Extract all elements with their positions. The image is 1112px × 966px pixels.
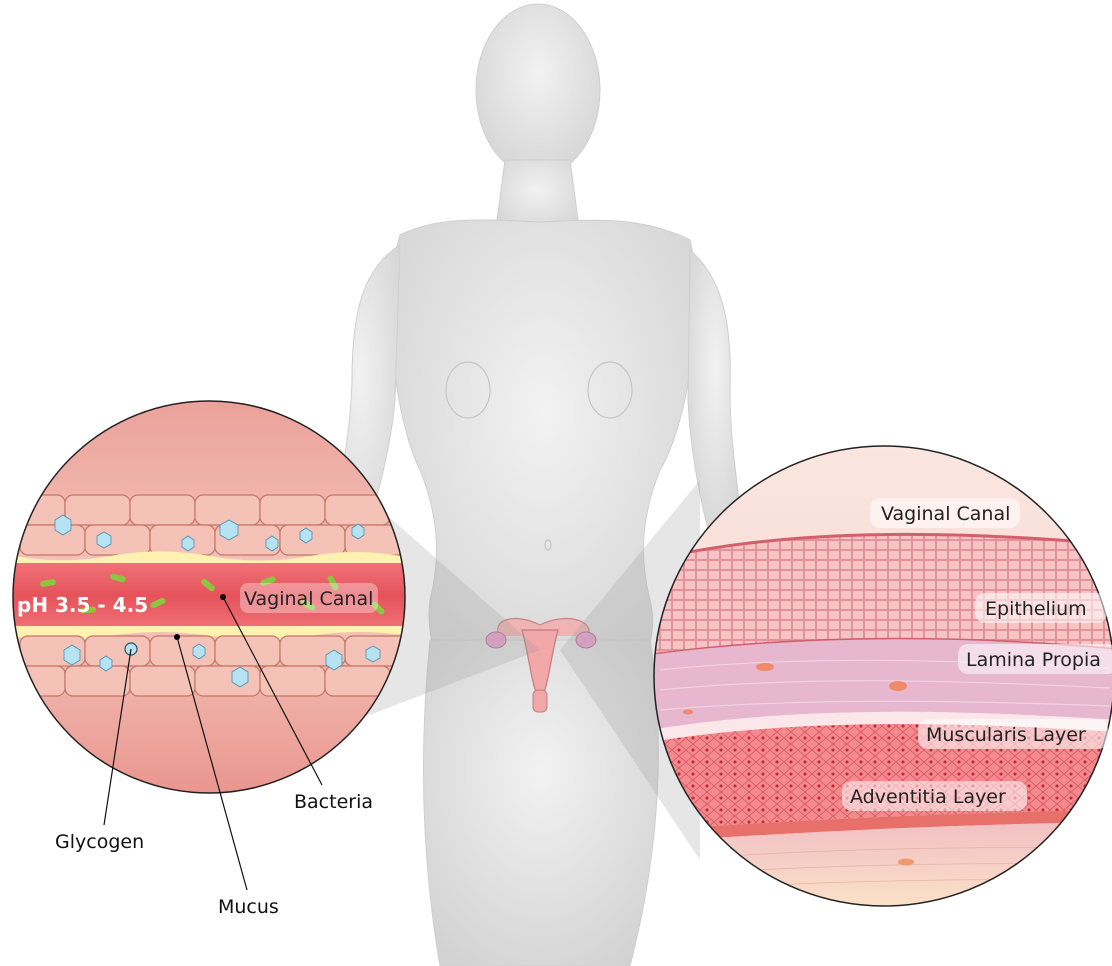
layer-label-lamina: Lamina Propia xyxy=(966,649,1101,671)
layer-label-canal: Vaginal Canal xyxy=(881,503,1010,525)
layer-label-epithelium: Epithelium xyxy=(985,598,1087,620)
figure-head xyxy=(476,4,600,176)
layer-label-muscularis: Muscularis Layer xyxy=(926,724,1086,746)
glycogen-label: Glycogen xyxy=(55,831,144,853)
layer-label-adventitia: Adventitia Layer xyxy=(850,786,1006,808)
mucus-label: Mucus xyxy=(218,896,279,918)
ph-label: pH 3.5 - 4.5 xyxy=(17,593,148,617)
lower-cell-layer xyxy=(0,636,410,696)
left-canal-label: Vaginal Canal xyxy=(244,588,373,610)
bacteria-label: Bacteria xyxy=(294,791,373,813)
